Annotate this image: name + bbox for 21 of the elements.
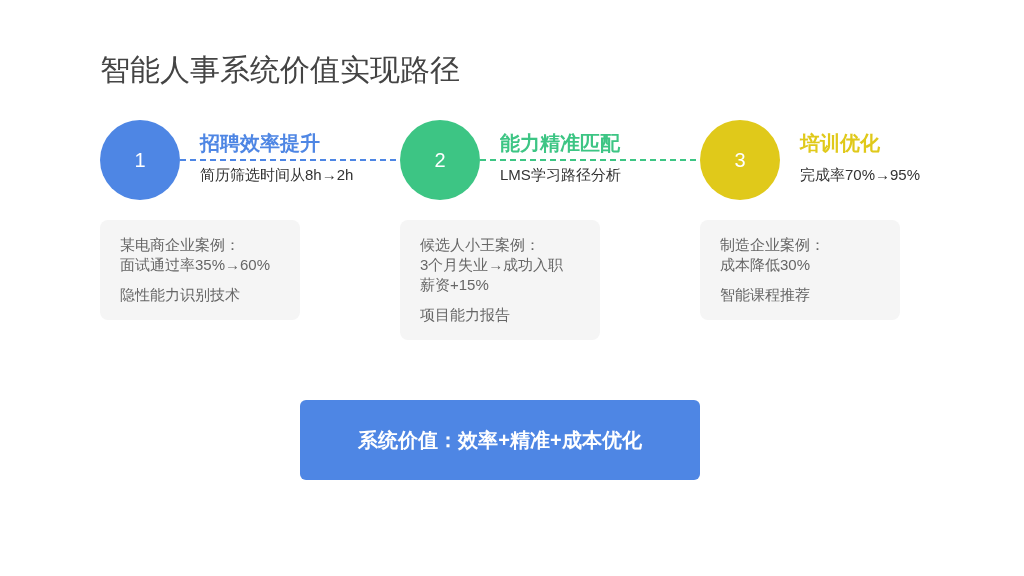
case-text: 候选人小王案例： — [420, 235, 540, 255]
case-text: 薪资+15% — [420, 275, 489, 295]
step-heading: 培训优化 — [800, 131, 880, 155]
case-text: 面试通过率35%→60% — [120, 255, 271, 275]
feature-text: 智能课程推荐 — [720, 285, 810, 305]
feature-text: 隐性能力识别技术 — [120, 285, 240, 305]
step-heading: 能力精准匹配 — [500, 131, 620, 155]
step-circle: 2 — [400, 120, 480, 200]
case-text: 制造企业案例： — [720, 235, 825, 255]
case-text: 成本降低30% — [720, 255, 811, 275]
case-text: 某电商企业案例： — [120, 235, 240, 255]
step-circle: 1 — [100, 120, 180, 200]
step-subtitle: 完成率70%→95% — [800, 166, 921, 184]
feature-text: 项目能力报告 — [420, 305, 510, 325]
diagram-title: 智能人事系统价值实现路径 — [100, 52, 460, 88]
step-circle: 3 — [700, 120, 780, 200]
step-subtitle: LMS学习路径分析 — [500, 166, 621, 184]
case-text: 3个月失业→成功入职 — [420, 255, 564, 275]
step-subtitle: 简历筛选时间从8h→2h — [200, 166, 354, 184]
summary-banner: 系统价值：效率+精准+成本优化 — [300, 400, 700, 480]
step-heading: 招聘效率提升 — [200, 131, 320, 155]
